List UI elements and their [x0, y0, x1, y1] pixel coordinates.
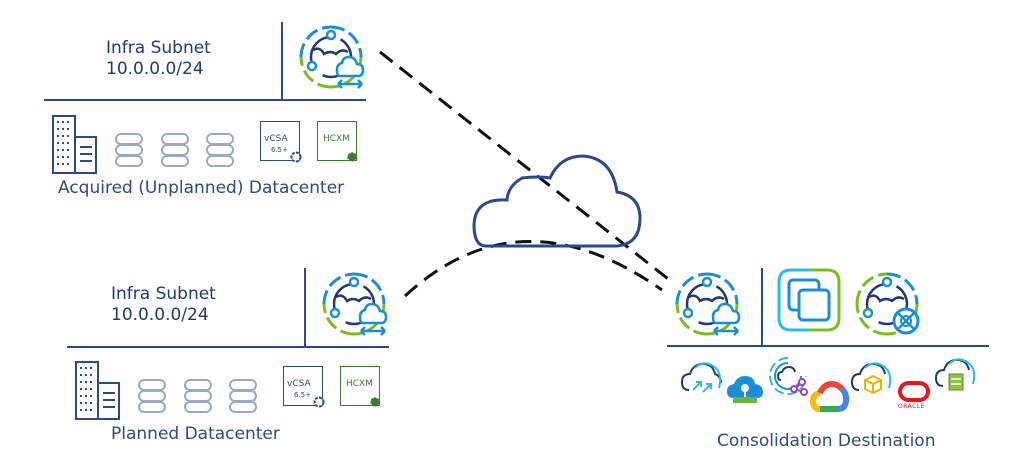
building-icon	[75, 361, 120, 420]
cloud-migration-icon	[680, 362, 722, 393]
database-icon	[115, 133, 143, 167]
building-icon	[52, 115, 97, 174]
database-icon	[161, 133, 189, 167]
database-icon	[138, 379, 166, 413]
hcxm-appliance: HCXM	[317, 121, 357, 161]
cloud-package-icon	[850, 362, 892, 395]
cloud-gateway-icon	[727, 376, 763, 403]
database-icon	[206, 133, 234, 167]
link-planned-to-destination	[403, 240, 663, 298]
acquired-subnet-cidr: 10.0.0.0/24	[106, 59, 204, 79]
destination-caption: Consolidation Destination	[717, 431, 936, 451]
planned-caption: Planned Datacenter	[111, 424, 280, 444]
planned-subnet-cidr: 10.0.0.0/24	[111, 305, 209, 325]
gear-icon	[347, 152, 357, 162]
planned-subnet-label: Infra Subnet	[111, 284, 216, 304]
cloud-storage-icon	[934, 358, 976, 391]
destination-divider-vertical	[761, 268, 763, 346]
acquired-subnet-label: Infra Subnet	[106, 38, 211, 58]
gear-icon	[370, 397, 380, 407]
google-cloud-icon	[809, 380, 850, 412]
vcsa-label: vCSA	[264, 134, 288, 144]
hcx-interconnect-icon	[675, 272, 741, 336]
acquired-divider-vertical	[281, 22, 283, 100]
hcxm-label: HCXM	[323, 134, 350, 144]
vsphere-vm-icon	[777, 268, 841, 332]
internet-cloud-icon	[472, 154, 642, 248]
vcsa-appliance: vCSA 6.5+	[283, 366, 323, 406]
acquired-datacenter: Infra Subnet 10.0.0.0/24	[0, 0, 380, 200]
oracle-label: ORACLE	[898, 403, 925, 410]
vcsa-version: 6.5+	[294, 391, 311, 399]
oracle-cloud-icon	[898, 381, 930, 402]
database-icon	[184, 379, 212, 413]
database-icon	[229, 379, 257, 413]
hcx-interconnect-icon	[299, 25, 365, 89]
acquired-caption: Acquired (Unplanned) Datacenter	[58, 178, 345, 198]
hcxm-label: HCXM	[346, 379, 373, 389]
cloud-connector-icon	[769, 357, 808, 396]
planned-divider-vertical	[304, 268, 306, 347]
gear-icon	[313, 396, 325, 408]
hcxm-appliance: HCXM	[340, 366, 380, 406]
destination-divider-horizontal	[667, 345, 989, 347]
planned-divider-horizontal	[67, 346, 389, 348]
hcx-interconnect-icon	[322, 272, 388, 336]
gear-icon	[290, 151, 302, 163]
vcsa-appliance: vCSA 6.5+	[260, 121, 300, 161]
vcsa-version: 6.5+	[271, 146, 288, 154]
acquired-divider-horizontal	[44, 99, 366, 101]
planned-datacenter: Infra Subnet 10.0.0.0/24	[0, 0, 400, 474]
hcx-network-extension-icon	[855, 272, 920, 336]
vcsa-label: vCSA	[287, 379, 311, 389]
